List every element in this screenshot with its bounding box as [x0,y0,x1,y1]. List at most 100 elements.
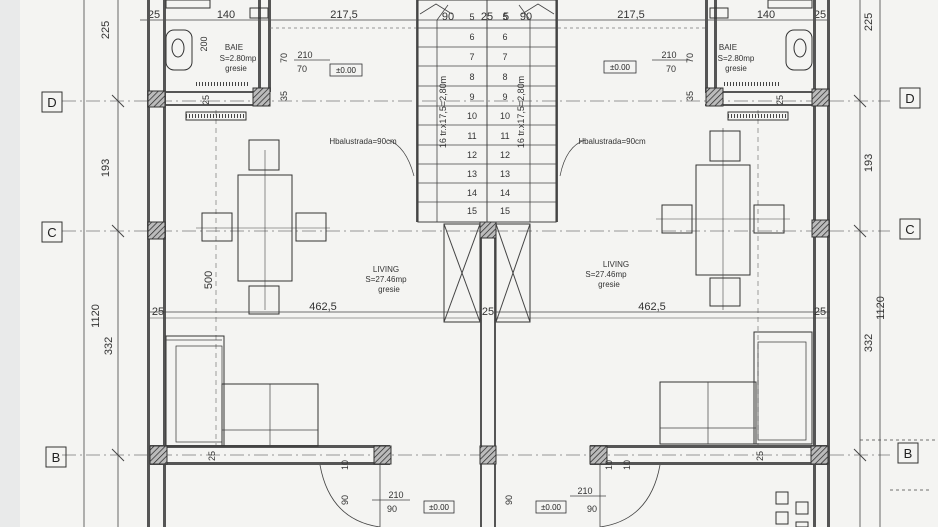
room-name: BAIE [719,43,737,52]
step-number: 14 [467,188,477,198]
dim-label: 225 [863,13,875,31]
dim-label: 25 [482,306,494,318]
room-name: BAIE [225,43,243,52]
dim-label: 462,5 [309,301,337,313]
door-height: 90 [587,504,597,514]
dim-label: 35 [685,91,695,101]
grid-lines [62,100,890,456]
room-floor: gresie [598,280,620,289]
step-number: 15 [500,206,510,216]
stair-step-numbers-left: 5 6 7 8 9 10 11 12 13 14 15 [467,12,477,216]
balustrade-note: Hbalustrada=90cm [578,137,646,146]
dim-label: 25 [814,306,826,318]
level-mark: ±0.00 [541,503,562,512]
dim-label: 25 [207,451,217,461]
level-mark: ±0.00 [336,66,357,75]
dim-label: 200 [199,36,209,51]
dim-label: 140 [757,9,775,21]
axis-marker-b-right: B [897,442,919,464]
step-number: 13 [500,169,510,179]
room-name: LIVING [603,260,629,269]
living-left: Hbalustrada=90cm LIVING S=27.46mp gresie… [150,137,494,447]
dim-label: 35 [279,91,289,101]
step-number: 8 [469,72,474,82]
step-number: 9 [502,92,507,102]
dim-label: 217,5 [330,9,358,21]
dim-label: 25 [775,95,785,105]
axis-marker-d-right: D [899,87,921,109]
dim-label: 217,5 [617,9,645,21]
dim-label: 25 [201,95,211,105]
dim-label: 500 [203,271,215,289]
dim-label: 70 [279,53,289,63]
room-floor: gresie [725,64,747,73]
room-floor: gresie [378,285,400,294]
level-mark: ±0.00 [610,63,631,72]
stair-treads-left [418,27,487,203]
level-mark: ±0.00 [429,503,450,512]
step-number: 5 [502,12,507,22]
dim-label: 1120 [90,304,102,328]
axis-label: C [905,222,914,237]
dim-label: 1120 [875,296,887,320]
room-area: S=2.80mp [718,54,755,63]
step-number: 9 [469,92,474,102]
room-area: S=2.80mp [220,54,257,63]
step-number: 13 [467,169,477,179]
axis-label: C [47,225,56,240]
window-height: 70 [297,64,307,74]
step-number: 5 [469,12,474,22]
axis-label: B [904,446,913,461]
dim-label: 25 [755,451,765,461]
axis-marker-b-left: B [45,446,67,468]
door-width: 210 [388,490,403,500]
left-dimension-chain: 225 193 1120 332 [83,0,125,527]
stair-step-numbers-right: 5 6 7 8 9 10 11 12 13 14 15 [500,12,510,216]
axis-marker-d-left: D [41,91,63,113]
step-number: 11 [500,131,509,141]
axis-marker-c-left: C [41,221,63,243]
dim-label: 332 [863,334,875,352]
dim-label: 225 [100,21,112,39]
axis-label: D [47,95,56,110]
step-number: 7 [469,52,474,62]
dim-label: 25 [148,9,160,21]
entrance-right: 10 10 25 210 90 [570,439,938,527]
dim-label: 25 [814,9,826,21]
dim-label: 5 [503,11,509,23]
step-number: 14 [500,188,510,198]
room-area: S=27.46mp [365,275,407,284]
axis-label: D [905,91,914,106]
step-number: 11 [467,131,476,141]
structural-columns [147,87,830,465]
dim-label: 140 [217,9,235,21]
stair-treads-right [487,27,556,203]
dim-label: 25 [152,306,164,318]
step-number: 12 [467,150,477,160]
bathroom-right: BAIE S=2.80mp gresie 70 35 25 210 70 ±0.… [603,0,813,121]
door-height: 90 [387,504,397,514]
entrance-left: 25 10 90 210 90 ±0.00 90 ±0.00 [207,451,567,527]
stair-caption-right: 16 tr.x17,5=2,80m [516,76,526,148]
dim-label: 332 [103,337,115,355]
dim-label: 10 [604,460,614,470]
dim-label: 193 [100,159,112,177]
dim-label: 193 [863,154,875,172]
step-number: 10 [467,111,477,121]
staircase: 5 6 7 8 9 10 11 12 13 14 15 5 6 7 8 9 10… [417,0,557,223]
axis-marker-c-right: C [899,218,921,240]
dim-label: 90 [442,11,454,23]
void-openings [443,223,531,323]
dim-label: 10 [622,460,632,470]
living-right: Hbalustrada=90cm LIVING S=27.46mp gresie… [496,128,830,445]
dim-label: 90 [340,495,350,505]
step-number: 6 [502,32,507,42]
dim-label: 462,5 [638,301,666,313]
right-dimension-chain: 225 193 1120 332 [853,0,887,527]
step-number: 10 [500,111,510,121]
window-width: 210 [661,50,676,60]
axis-label: B [52,450,61,465]
step-number: 8 [502,72,507,82]
step-number: 12 [500,150,510,160]
